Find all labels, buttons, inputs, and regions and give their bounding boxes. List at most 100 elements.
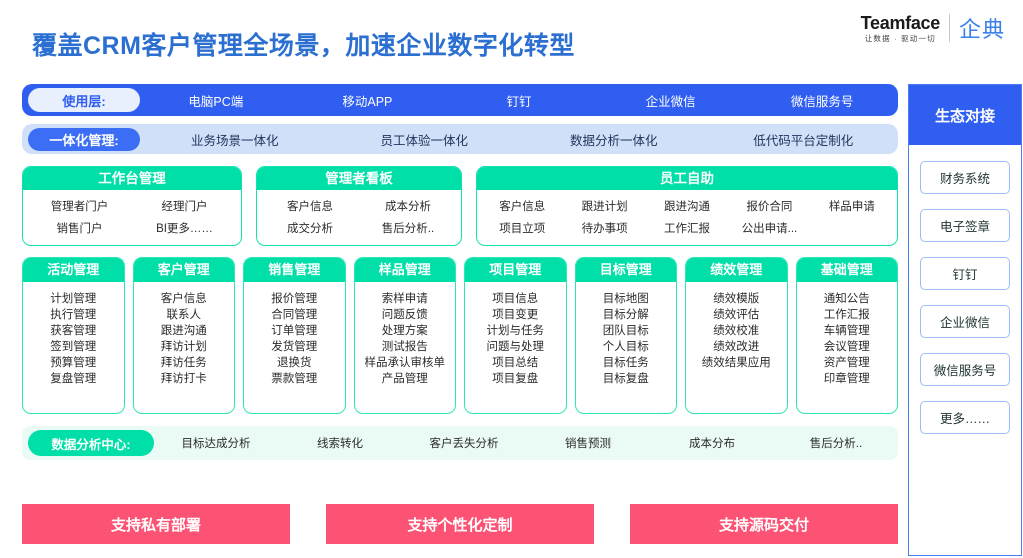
card-item[interactable]: 绩效结果应用	[701, 357, 771, 369]
card-item[interactable]: 绩效模版	[713, 293, 760, 305]
usage-layer-item-wecom[interactable]: 企业微信	[645, 94, 696, 109]
card-item[interactable]: 订单管理	[271, 325, 318, 337]
sidebar-item-wechat-service[interactable]: 微信服务号	[920, 353, 1010, 386]
source-code-delivery-button[interactable]: 支持源码交付	[630, 504, 898, 544]
card-item[interactable]: 预算管理	[50, 357, 97, 369]
card-item[interactable]: 目标分解	[602, 309, 649, 321]
ecosystem-sidebar-title: 生态对接	[909, 85, 1021, 145]
panel-cell[interactable]: 报价合同	[746, 201, 793, 213]
card-item[interactable]: 执行管理	[50, 309, 97, 321]
sidebar-item-e-signature[interactable]: 电子签章	[920, 209, 1010, 242]
integration-item-business[interactable]: 业务场景一体化	[190, 133, 279, 148]
card-item[interactable]: 通知公告	[823, 293, 870, 305]
panel-cell[interactable]: 工作汇报	[664, 223, 711, 235]
card-item[interactable]: 票款管理	[271, 373, 318, 385]
panel-cell[interactable]: 成交分析	[287, 223, 333, 235]
main-board: 使用层: 电脑PC端 移动APP 钉钉 企业微信 微信服务号 一体化管理: 业务…	[22, 84, 898, 486]
card-project-management: 项目管理 项目信息 项目变更 计划与任务 问题与处理 项目总结 项目复盘	[464, 257, 567, 414]
card-item[interactable]: 报价管理	[271, 293, 318, 305]
card-item[interactable]: 工作汇报	[823, 309, 870, 321]
data-analysis-item-cost[interactable]: 成本分布	[689, 438, 735, 450]
card-item[interactable]: 项目信息	[492, 293, 539, 305]
card-item[interactable]: 签到管理	[50, 341, 97, 353]
card-item[interactable]: 项目复盘	[492, 373, 539, 385]
card-item[interactable]: 处理方案	[381, 325, 428, 337]
page-header: 覆盖CRM客户管理全场景，加速企业数字化转型 Teamface 让数据 · 驱动…	[0, 0, 1023, 72]
data-analysis-item-forecast[interactable]: 销售预测	[565, 438, 611, 450]
usage-layer-item-wechat-service[interactable]: 微信服务号	[790, 94, 854, 109]
card-item[interactable]: 印章管理	[823, 373, 870, 385]
card-item[interactable]: 拜访任务	[160, 357, 207, 369]
card-item[interactable]: 拜访打卡	[160, 373, 207, 385]
card-item[interactable]: 绩效评估	[713, 309, 760, 321]
card-item[interactable]: 会议管理	[823, 341, 870, 353]
data-analysis-item-lead[interactable]: 线索转化	[317, 438, 363, 450]
card-item[interactable]: 项目总结	[492, 357, 539, 369]
card-item[interactable]: 团队目标	[602, 325, 649, 337]
card-item[interactable]: 联系人	[166, 309, 202, 321]
card-item[interactable]: 合同管理	[271, 309, 318, 321]
card-item[interactable]: 复盘管理	[50, 373, 97, 385]
panel-cell[interactable]: 经理门户	[161, 201, 208, 213]
card-item[interactable]: 目标任务	[602, 357, 649, 369]
card-item[interactable]: 车辆管理	[823, 325, 870, 337]
panel-manager-dashboard-body: 客户信息 成本分析 成交分析 售后分析..	[257, 190, 461, 245]
usage-layer-item-pc[interactable]: 电脑PC端	[188, 94, 244, 109]
card-item[interactable]: 发货管理	[271, 341, 318, 353]
card-item[interactable]: 绩效改进	[713, 341, 760, 353]
card-item[interactable]: 计划管理	[50, 293, 97, 305]
card-item[interactable]: 退换货	[277, 357, 312, 369]
integration-layer-bar: 一体化管理: 业务场景一体化 员工体验一体化 数据分析一体化 低代码平台定制化	[22, 124, 898, 154]
panel-cell[interactable]: 项目立项	[499, 223, 546, 235]
panel-cell[interactable]: 样品申请	[828, 201, 875, 213]
card-item[interactable]: 获客管理	[50, 325, 97, 337]
panel-cell[interactable]: 跟进计划	[581, 201, 628, 213]
integration-item-analytics[interactable]: 数据分析一体化	[569, 133, 658, 148]
card-item[interactable]: 项目变更	[492, 309, 539, 321]
card-item[interactable]: 计划与任务	[486, 325, 545, 337]
card-item[interactable]: 资产管理	[823, 357, 870, 369]
panel-workbench-body: 管理者门户 经理门户 销售门户 BI更多……	[23, 190, 241, 245]
customization-button[interactable]: 支持个性化定制	[326, 504, 594, 544]
panel-cell[interactable]: 客户信息	[499, 201, 546, 213]
card-item[interactable]: 目标地图	[602, 293, 649, 305]
panel-cell[interactable]: 销售门户	[56, 223, 103, 235]
sidebar-item-dingtalk[interactable]: 钉钉	[920, 257, 1010, 290]
integration-item-lowcode[interactable]: 低代码平台定制化	[753, 133, 854, 148]
card-item[interactable]: 问题反馈	[381, 309, 428, 321]
panel-cell[interactable]: 成本分析	[385, 201, 431, 213]
panel-cell[interactable]: 管理者门户	[50, 201, 109, 213]
card-performance-management: 绩效管理 绩效模版 绩效评估 绩效校准 绩效改进 绩效结果应用	[685, 257, 788, 414]
private-deployment-button[interactable]: 支持私有部署	[22, 504, 290, 544]
integration-item-employee[interactable]: 员工体验一体化	[380, 133, 468, 148]
sidebar-item-more[interactable]: 更多……	[920, 401, 1010, 434]
data-analysis-item-goal[interactable]: 目标达成分析	[181, 438, 251, 450]
card-item[interactable]: 绩效校准	[713, 325, 760, 337]
panel-cell[interactable]: 客户信息	[287, 201, 333, 213]
panel-cell[interactable]: 公出申请...	[741, 223, 798, 235]
card-item[interactable]: 产品管理	[381, 373, 428, 385]
card-item[interactable]: 跟进沟通	[160, 325, 207, 337]
card-item[interactable]: 拜访计划	[160, 341, 207, 353]
data-analysis-item-aftersales[interactable]: 售后分析..	[809, 438, 863, 450]
panel-cell[interactable]: BI更多……	[156, 223, 213, 235]
card-item[interactable]: 问题与处理	[486, 341, 545, 353]
sidebar-item-finance-system[interactable]: 财务系统	[920, 161, 1010, 194]
data-analysis-item-churn[interactable]: 客户丢失分析	[429, 438, 499, 450]
usage-layer-item-app[interactable]: 移动APP	[342, 94, 393, 109]
card-item[interactable]: 目标复盘	[602, 373, 649, 385]
card-activity-management: 活动管理 计划管理 执行管理 获客管理 签到管理 预算管理 复盘管理	[22, 257, 125, 414]
data-analysis-label: 数据分析中心:	[28, 430, 154, 456]
card-item[interactable]: 样品承认审核单	[364, 357, 446, 369]
sidebar-item-wecom[interactable]: 企业微信	[920, 305, 1010, 338]
panel-cell[interactable]: 售后分析..	[381, 223, 435, 235]
card-item[interactable]: 索样申请	[381, 293, 428, 305]
card-item[interactable]: 客户信息	[160, 293, 207, 305]
panel-cell[interactable]: 跟进沟通	[664, 201, 711, 213]
usage-layer-item-dingtalk[interactable]: 钉钉	[506, 94, 532, 109]
card-item[interactable]: 个人目标	[602, 341, 649, 353]
panel-cell[interactable]: 待办事项	[581, 223, 628, 235]
card-title: 销售管理	[244, 258, 345, 282]
card-goal-management: 目标管理 目标地图 目标分解 团队目标 个人目标 目标任务 目标复盘	[574, 257, 677, 414]
card-item[interactable]: 测试报告	[381, 341, 428, 353]
